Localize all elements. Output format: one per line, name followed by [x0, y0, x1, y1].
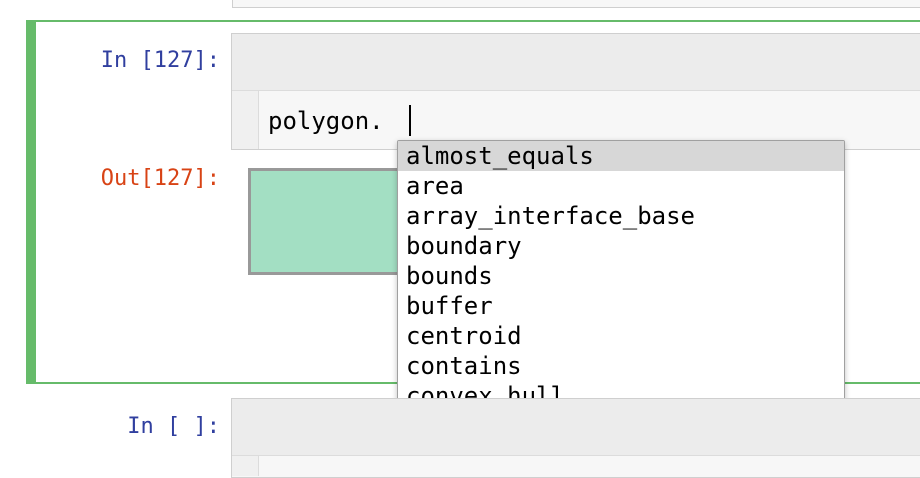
text-cursor [409, 105, 411, 136]
completion-item[interactable]: bounds [406, 262, 493, 290]
code-line[interactable]: polygon. [268, 107, 384, 135]
cell-selection-bar [26, 20, 36, 384]
completion-item[interactable]: buffer [406, 292, 493, 320]
completion-item[interactable]: almost_equals [398, 141, 844, 171]
completion-item[interactable]: array_interface_base [406, 202, 695, 230]
cell-toolbar [232, 34, 920, 91]
editor-gutter [232, 91, 259, 149]
input-prompt: In [127]: [100, 48, 220, 73]
previous-cell-input[interactable] [232, 0, 920, 8]
input-prompt: In [ ]: [127, 414, 220, 439]
completion-item[interactable]: area [406, 172, 464, 200]
completion-item[interactable]: contains [406, 352, 522, 380]
output-prompt: Out[127]: [100, 166, 220, 191]
autocomplete-dropdown[interactable]: almost_equals area array_interface_base … [397, 140, 845, 442]
editor-gutter [232, 456, 259, 476]
completion-item[interactable]: boundary [406, 232, 522, 260]
polygon-output-image [248, 168, 408, 275]
completion-item[interactable]: centroid [406, 322, 522, 350]
cell-toolbar [232, 399, 920, 456]
